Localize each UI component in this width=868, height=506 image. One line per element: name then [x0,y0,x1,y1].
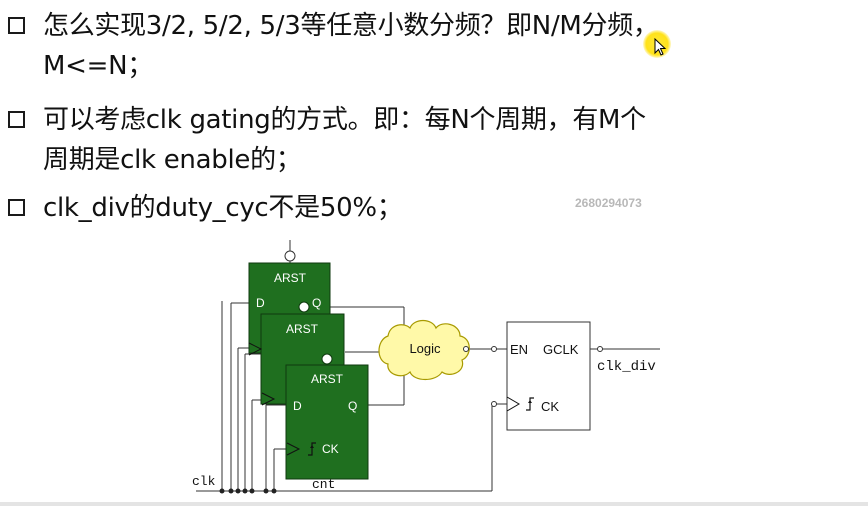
mouse-cursor-icon [654,38,667,56]
ff1-arst-label: ARST [274,271,307,285]
bullet-2: 可以考虑clk gating的方式。即：每N个周期，有M个 周期是clk ena… [8,100,646,180]
ff3-arst-label: ARST [311,372,344,386]
checkbox-bullet-icon [8,17,25,34]
ff3-ck-label: CK [322,442,339,456]
slide-bottom-border [0,502,868,506]
bullet-3-text: clk_div的duty_cyc不是50%； [43,193,403,223]
bullet-2-line-1: 可以考虑clk gating的方式。即：每N个周期，有M个 [43,105,646,135]
checkbox-bullet-icon [8,199,25,216]
ff1-d-label: D [256,296,265,310]
clk-div-label: clk_div [597,359,656,375]
logic-label: Logic [409,341,441,356]
bullet-1: 怎么实现3/2, 5/2, 5/3等任意小数分频？即N/M分频， M<=N； [8,6,659,86]
checkbox-bullet-icon [8,111,25,128]
cnt-label: cnt [312,477,335,492]
bullet-1-text: 怎么实现3/2, 5/2, 5/3等任意小数分频？即N/M分频， M<=N； [43,6,659,86]
gate-ck-label: CK [541,399,559,414]
bullet-2-line-2: 周期是clk enable的； [43,145,302,175]
ff2-arst-label: ARST [286,322,319,336]
flipflop-3: ARST D Q CK [261,353,369,480]
bullet-1-line-2: M<=N； [43,51,153,81]
ff3-d-label: D [293,399,302,413]
bullet-2-text: 可以考虑clk gating的方式。即：每N个周期，有M个 周期是clk ena… [43,100,646,180]
junction-dots [219,488,277,494]
logic-cloud: Logic [378,319,470,381]
ff1-q-label: Q [312,296,321,310]
clock-gate-cell: EN GCLK CK [491,321,603,431]
gate-en-label: EN [510,342,528,357]
bullet-1-line-1: 怎么实现3/2, 5/2, 5/3等任意小数分频？即N/M分频， [43,11,659,41]
clk-label: clk [192,474,216,489]
ff3-q-label: Q [348,399,357,413]
watermark: 2680294073 [575,196,642,210]
bullet-3: clk_div的duty_cyc不是50%； [8,188,403,228]
gate-gclk-label: GCLK [543,342,579,357]
